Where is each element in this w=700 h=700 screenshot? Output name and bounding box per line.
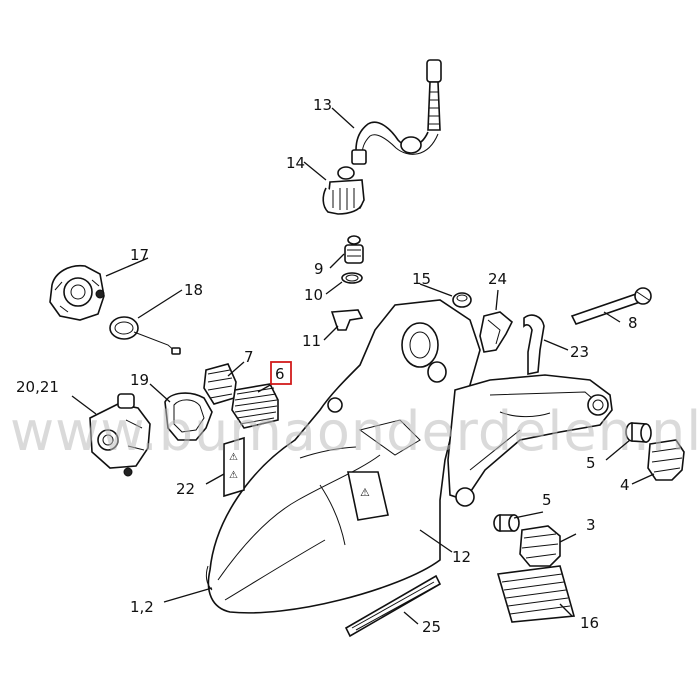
callout-12: 12	[452, 548, 471, 566]
part-4-buffer	[647, 439, 685, 481]
callout-20-21: 20,21	[16, 378, 59, 396]
callout-24: 24	[488, 270, 507, 288]
callout-22: 22	[176, 480, 195, 498]
callout-4: 4	[620, 476, 630, 494]
part-18-gasket	[109, 316, 181, 355]
part-8-bolt	[570, 287, 652, 325]
callout-8: 8	[628, 314, 638, 332]
part-19-gasket	[164, 392, 213, 441]
callout-25: 25	[422, 618, 441, 636]
callout-23: 23	[570, 343, 589, 361]
part-11-clip	[330, 309, 364, 331]
part-15-plug	[452, 292, 472, 308]
part-23-hose	[523, 314, 545, 375]
part-5-bushing-upper	[625, 422, 652, 443]
part-14-fuel-filter	[322, 166, 365, 215]
part-17-carburetor	[49, 264, 105, 321]
part-6-spring	[231, 383, 279, 429]
part-25-scraper	[344, 574, 442, 638]
part-7-gear	[203, 363, 237, 405]
callout-19: 19	[130, 371, 149, 389]
part-13-fuel-hose	[351, 59, 442, 165]
callout-3: 3	[586, 516, 596, 534]
callout-14: 14	[286, 154, 305, 172]
part-22-label: ⚠ ⚠	[223, 436, 245, 498]
part-20-21-carburetor	[89, 393, 151, 477]
callout-18: 18	[184, 281, 203, 299]
part-3-buffer	[519, 525, 561, 567]
callout-17: 17	[130, 246, 149, 264]
callout-6-highlight-box	[270, 361, 292, 385]
callout-6: 6	[275, 365, 285, 383]
callout-16: 16	[580, 614, 599, 632]
part-24-bracket	[479, 311, 513, 353]
callout-1-2: 1,2	[130, 598, 154, 616]
callout-11: 11	[302, 332, 321, 350]
leader-lines	[71, 107, 655, 625]
callout-10: 10	[304, 286, 323, 304]
callout-9: 9	[314, 260, 324, 278]
part-5-bushing-lower	[493, 514, 520, 532]
callout-15: 15	[412, 270, 431, 288]
callout-5-upper: 5	[586, 454, 596, 472]
frame-rail	[447, 374, 613, 507]
watermark-text: www.bumaonderdelen.nl	[10, 400, 700, 463]
callout-7: 7	[244, 348, 254, 366]
part-9-10-valve	[341, 235, 364, 284]
callout-labels: 13 14 17 18 9 10 11 15 24 23 8 7 6 19 20…	[16, 96, 638, 636]
part-16-pad	[496, 565, 576, 623]
callout-13: 13	[313, 96, 332, 114]
callout-5-lower: 5	[542, 491, 552, 509]
handle-housing: ⚠	[205, 299, 481, 614]
svg-text:⚠: ⚠	[229, 470, 238, 481]
svg-text:⚠: ⚠	[360, 486, 370, 499]
svg-text:⚠: ⚠	[229, 452, 238, 463]
